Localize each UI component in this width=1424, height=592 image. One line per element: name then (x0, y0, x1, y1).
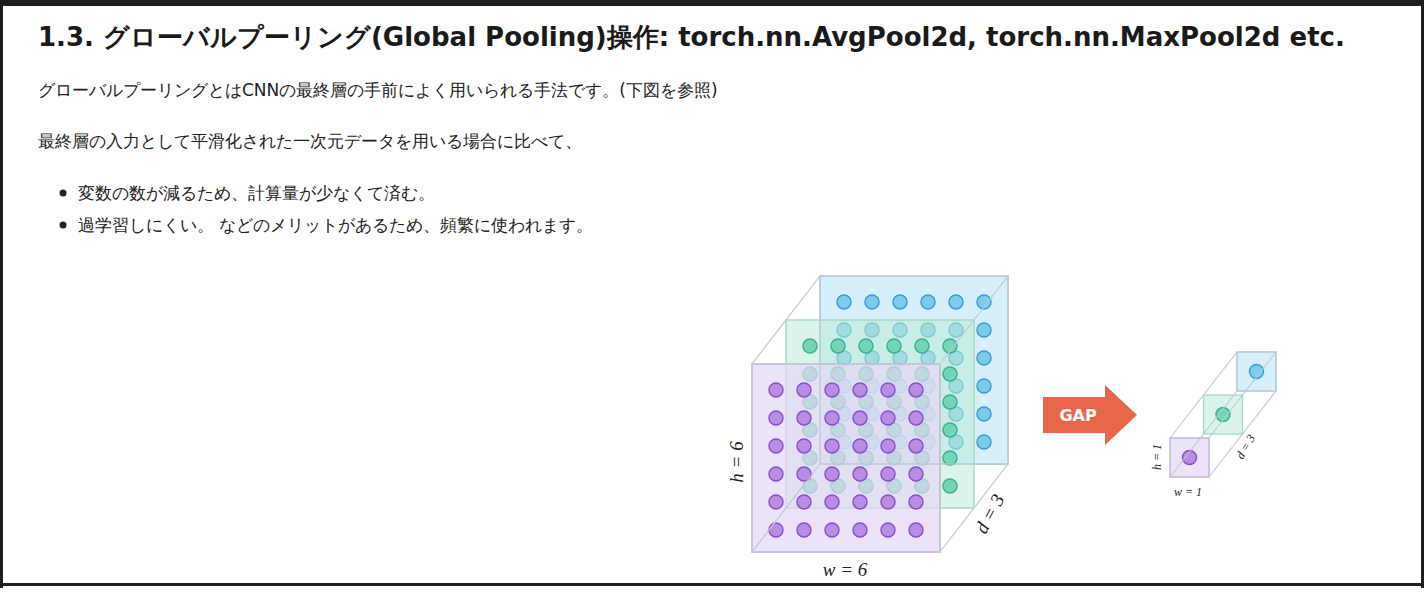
activation-dot (943, 395, 957, 409)
bullet-dot (60, 190, 67, 197)
activation-dot (977, 323, 991, 337)
activation-dot (943, 423, 957, 437)
box-edge (752, 464, 820, 552)
dimension-label: h = 6 (726, 441, 748, 482)
activation-dot (915, 339, 929, 353)
frame-right (1421, 0, 1424, 588)
activation-dot (797, 383, 811, 397)
box-edge (940, 276, 1008, 364)
box-edge (1170, 391, 1237, 477)
activation-dot (977, 407, 991, 421)
activation-dot (909, 467, 923, 481)
box-edge (1209, 391, 1276, 477)
dimension-label: d = 3 (1233, 432, 1259, 462)
pooled-channel (1237, 352, 1276, 391)
box-edge (752, 276, 820, 364)
activation-dot (853, 495, 867, 509)
activation-dot (909, 411, 923, 425)
arrow-fill (1043, 385, 1137, 445)
body-text: グローバルプーリングとはCNNの最終層の手前によく用いられる手法です。(下図を参… (38, 79, 718, 101)
activation-dot (943, 451, 957, 465)
activation-dot (853, 439, 867, 453)
activation-dot (797, 495, 811, 509)
activation-dot (909, 495, 923, 509)
activation-dot (909, 439, 923, 453)
activation-dot (909, 383, 923, 397)
dimension-label: w = 1 (1174, 485, 1202, 500)
activation-dot (943, 479, 957, 493)
activation-dot (881, 495, 895, 509)
activation-dot (853, 383, 867, 397)
activation-dot (865, 295, 879, 309)
activation-dot (825, 523, 839, 537)
activation-dot (769, 439, 783, 453)
frame-bottom (0, 583, 1424, 586)
pooled-cube (1170, 352, 1276, 477)
activation-dot (887, 339, 901, 353)
activation-dot (769, 467, 783, 481)
section-heading: 1.3. グローバルプーリング(Global Pooling)操作: torch… (38, 22, 1408, 53)
activation-dot (881, 383, 895, 397)
pooled-channel (1170, 438, 1209, 477)
bullet-text: 過学習しにくい。 などのメリットがあるため、頻繁に使われます。 (78, 214, 593, 236)
gap-arrow: GAP (1043, 385, 1137, 445)
activation-dot (769, 495, 783, 509)
activation-dot (977, 435, 991, 449)
activation-dot (797, 439, 811, 453)
arrow-label: GAP (1059, 406, 1096, 425)
bullet-dot (60, 222, 67, 229)
activation-dot (825, 439, 839, 453)
dimension-label: d = 3 (971, 491, 1010, 538)
box-edge (1209, 352, 1276, 438)
activation-dot (797, 523, 811, 537)
activation-dot (769, 523, 783, 537)
activation-dot (881, 523, 895, 537)
activation-dot (853, 411, 867, 425)
box-edge (820, 276, 1008, 464)
activation-dot (893, 295, 907, 309)
activation-dot (825, 495, 839, 509)
feature-map-cube (752, 276, 1008, 552)
activation-dot (949, 295, 963, 309)
activation-dot (797, 411, 811, 425)
box-edge (1170, 438, 1209, 477)
frame-left (0, 0, 3, 588)
activation-dot (825, 383, 839, 397)
bullet-text: 変数の数が減るため、計算量が少なくて済む。 (78, 182, 435, 204)
dimension-label: w = 6 (823, 559, 868, 581)
body-text: 最終層の入力として平滑化された一次元データを用いる場合に比べて、 (38, 130, 582, 152)
activation-dot (769, 411, 783, 425)
activation-dot (977, 351, 991, 365)
activation-dot (943, 367, 957, 381)
activation-dot (853, 523, 867, 537)
box-edge (1237, 352, 1276, 391)
channel-plane (752, 364, 940, 552)
box-edge (752, 364, 940, 552)
dimension-label: h = 1 (1150, 444, 1165, 470)
activation-dot (803, 339, 817, 353)
activation-dot (881, 467, 895, 481)
activation-dot (921, 295, 935, 309)
activation-dot (825, 411, 839, 425)
box-edge (1170, 352, 1237, 438)
activation-dot (909, 523, 923, 537)
frame-top (0, 0, 1424, 6)
activation-dot (853, 467, 867, 481)
activation-dot (769, 383, 783, 397)
activation-dot (977, 379, 991, 393)
pooled-channel (1204, 395, 1243, 434)
activation-dot (831, 339, 845, 353)
activation-dot (859, 339, 873, 353)
activation-dot (837, 295, 851, 309)
activation-dot (881, 439, 895, 453)
activation-dot (825, 467, 839, 481)
activation-dot (881, 411, 895, 425)
